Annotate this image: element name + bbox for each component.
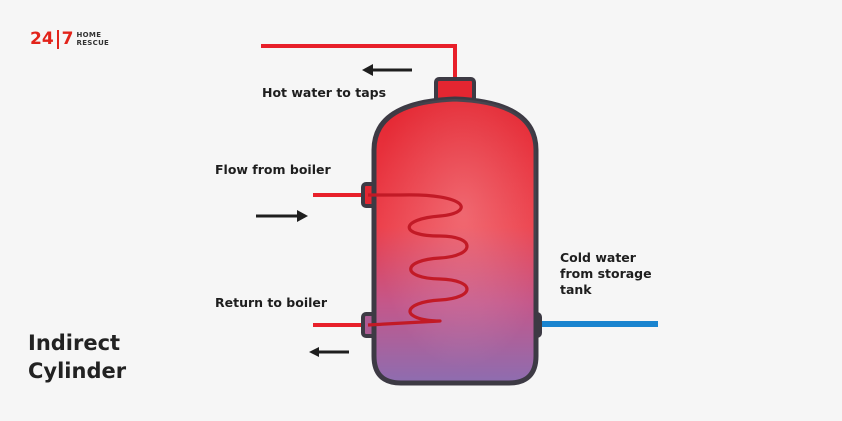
brand-logo: 24 7 HOME RESCUE (30, 29, 109, 49)
logo-number-right: 7 (61, 29, 74, 49)
label-cold-water-3: tank (560, 282, 592, 297)
label-flow-from-boiler: Flow from boiler (215, 162, 331, 177)
label-hot-water: Hot water to taps (262, 85, 387, 100)
flow-arrow (256, 210, 308, 222)
label-cold-water-2: from storage (560, 266, 652, 281)
label-return-to-boiler: Return to boiler (215, 295, 328, 310)
heat-exchanger-coil (367, 193, 469, 327)
hot-water-arrow (362, 64, 412, 76)
logo-divider (56, 29, 59, 49)
return-arrow (309, 347, 349, 357)
logo-line-1: HOME (76, 31, 102, 39)
title-line-2: Cylinder (28, 359, 127, 383)
logo-line-2: RESCUE (76, 39, 110, 47)
title-line-1: Indirect (28, 331, 121, 355)
label-cold-water-1: Cold water (560, 250, 636, 265)
logo-number-left: 24 (30, 29, 54, 49)
diagram-title: Indirect Cylinder (28, 329, 126, 385)
hot-water-pipe (261, 44, 457, 84)
